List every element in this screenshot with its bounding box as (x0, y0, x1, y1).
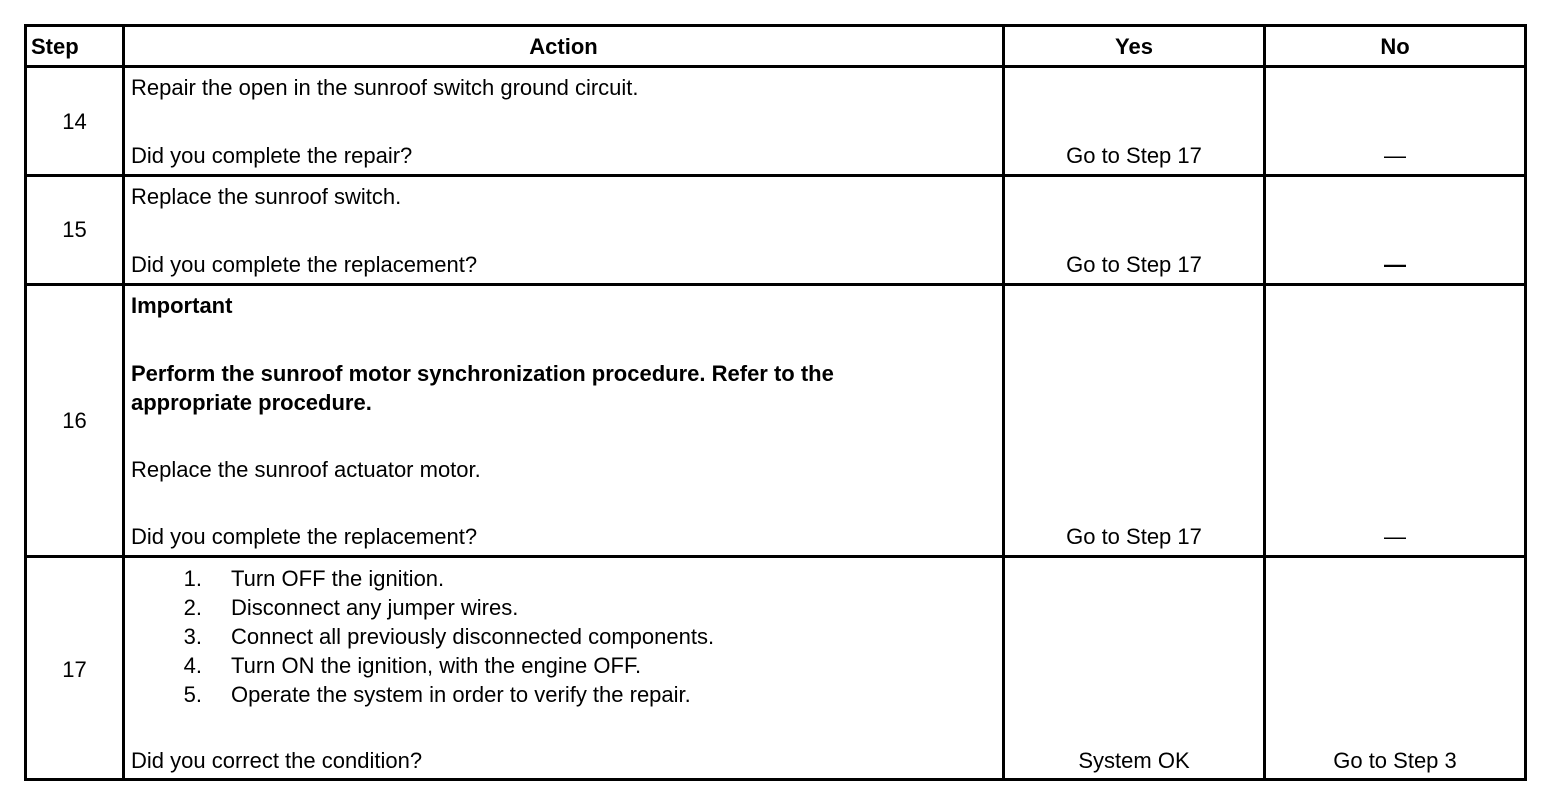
step-number: 16 (62, 408, 87, 433)
step-number: 14 (62, 109, 87, 134)
list-item-text: Disconnect any jumper wires. (231, 595, 519, 620)
step-number: 15 (62, 217, 87, 242)
column-divider (122, 24, 125, 781)
table-border-right (1524, 24, 1527, 781)
question-text: Did you complete the replacement? (131, 524, 478, 549)
header-no: No (1380, 34, 1410, 59)
yes-result: Go to Step 17 (1066, 143, 1202, 168)
row-divider (24, 555, 1527, 558)
step-number: 17 (62, 657, 87, 682)
header-step: Step (31, 34, 79, 59)
list-item-text: Connect all previously disconnected comp… (231, 624, 715, 649)
yes-result: Go to Step 17 (1066, 252, 1202, 277)
action-text: Replace the sunroof switch. (131, 184, 402, 209)
header-action: Action (529, 34, 598, 59)
list-item-text: Turn ON the ignition, with the engine OF… (231, 653, 642, 678)
yes-result: Go to Step 17 (1066, 524, 1202, 549)
important-label: Important (131, 293, 233, 318)
no-result: — (1384, 524, 1406, 549)
question-text: Did you complete the replacement? (131, 252, 478, 277)
row-divider (24, 65, 1527, 68)
table-border-top (24, 24, 1527, 27)
list-item-text: Turn OFF the ignition. (231, 566, 445, 591)
no-result: — (1384, 252, 1406, 277)
header-yes: Yes (1115, 34, 1153, 59)
no-result: — (1384, 143, 1406, 168)
list-item-number: 5. (183, 682, 202, 707)
list-item-text: Operate the system in order to verify th… (231, 682, 691, 707)
question-text: Did you correct the condition? (131, 748, 423, 773)
table-border-bottom (24, 778, 1527, 781)
list-item-number: 3. (183, 624, 202, 649)
action-text: Repair the open in the sunroof switch gr… (131, 75, 639, 100)
important-text: appropriate procedure. (131, 390, 372, 415)
action-text: Replace the sunroof actuator motor. (131, 457, 481, 482)
row-divider (24, 174, 1527, 177)
important-text: Perform the sunroof motor synchronizatio… (131, 361, 834, 386)
list-item-number: 2. (183, 595, 202, 620)
column-divider (1263, 24, 1266, 781)
question-text: Did you complete the repair? (131, 143, 413, 168)
list-item-number: 4. (183, 653, 202, 678)
column-divider (1002, 24, 1005, 781)
list-item-number: 1. (183, 566, 202, 591)
no-result: Go to Step 3 (1333, 748, 1457, 773)
yes-result: System OK (1078, 748, 1190, 773)
row-divider (24, 283, 1527, 286)
